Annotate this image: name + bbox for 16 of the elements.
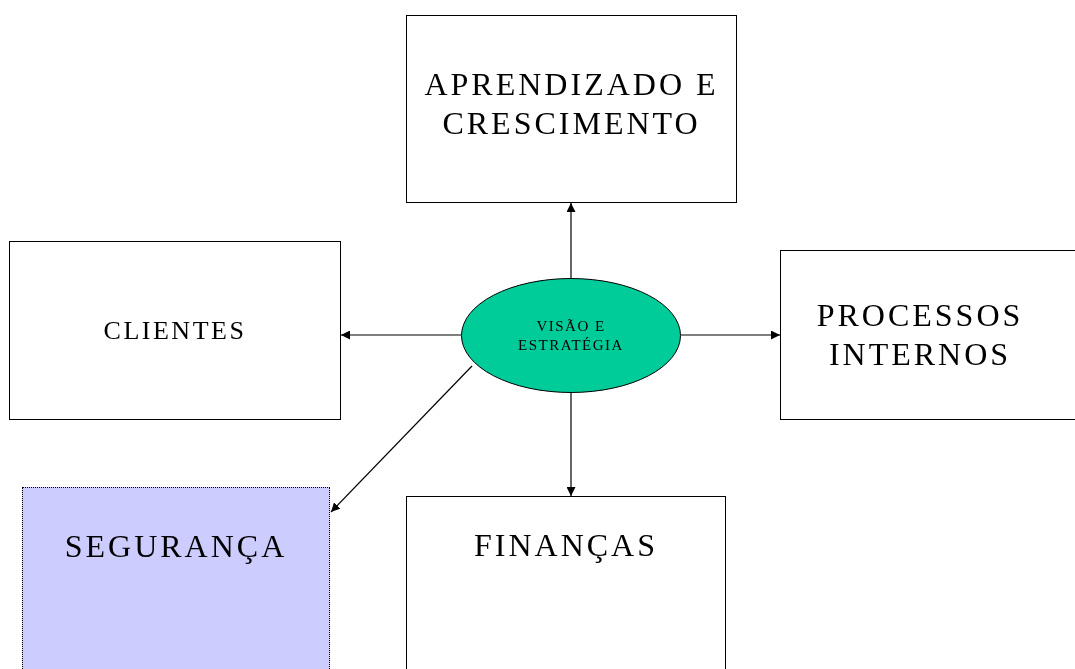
arrow [566, 392, 576, 497]
box [9, 241, 341, 420]
box-label: PROCESSOS INTERNOS [815, 295, 1025, 374]
arrow [340, 330, 462, 340]
box-label: SEGURANÇA [64, 527, 288, 567]
ellipse-label: VISÃO E ESTRATÉGIA [517, 317, 625, 354]
arrow [330, 365, 473, 513]
box [780, 250, 1075, 420]
box-label: APRENDIZADO E CRESCIMENTO [423, 64, 720, 143]
box-label: FINANÇAS [474, 526, 658, 566]
box [406, 496, 726, 669]
box [406, 15, 737, 203]
box [22, 487, 330, 669]
arrow [566, 202, 576, 279]
box-label: CLIENTES [103, 314, 247, 347]
arrow [680, 330, 781, 340]
